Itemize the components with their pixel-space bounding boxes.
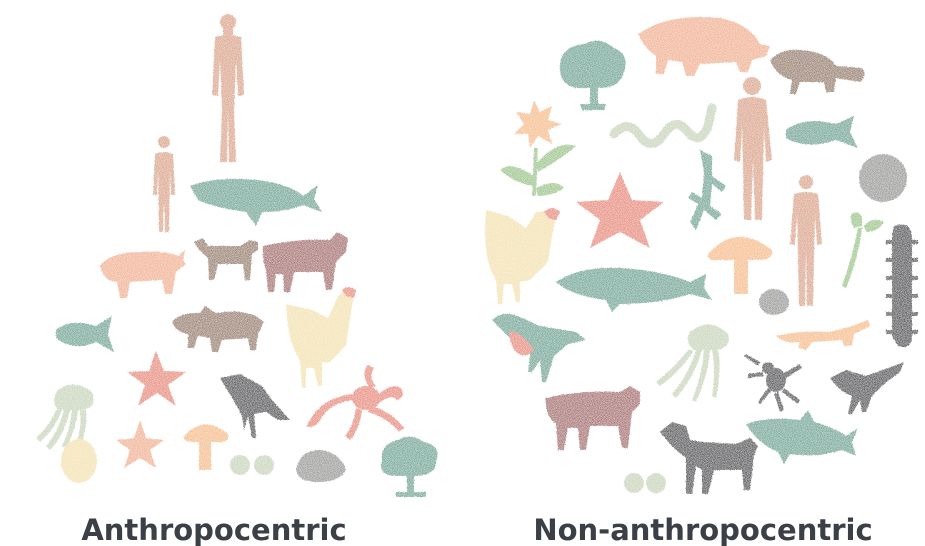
- fish: [56, 316, 114, 352]
- lizard: [688, 150, 726, 230]
- jellyfish: [36, 384, 94, 450]
- dolphin: [556, 268, 712, 312]
- seeds: [230, 455, 274, 475]
- mushroom: [184, 424, 229, 470]
- shark: [746, 410, 858, 464]
- algae-ball: [859, 154, 907, 202]
- flower-plant: [500, 100, 576, 196]
- human-figure: [790, 175, 822, 306]
- fish: [786, 116, 858, 148]
- sparrow: [830, 362, 904, 414]
- starfish: [116, 420, 164, 468]
- rat: [770, 50, 865, 94]
- spider: [744, 354, 802, 412]
- crow: [220, 374, 290, 438]
- human-figure: [153, 136, 175, 232]
- cow: [546, 386, 640, 450]
- cow: [263, 232, 348, 292]
- salamander: [776, 320, 870, 350]
- human-figure: [212, 14, 244, 162]
- armadillo: [638, 17, 770, 76]
- jellyfish: [656, 324, 729, 402]
- chicken: [286, 290, 354, 388]
- dog: [194, 238, 258, 280]
- boar: [172, 306, 264, 352]
- rock: [296, 450, 346, 482]
- dog: [660, 422, 758, 494]
- tree: [381, 436, 437, 497]
- pig: [100, 250, 186, 298]
- seeds: [624, 473, 666, 493]
- non-anthropocentric-circle: [485, 17, 918, 494]
- sprout: [842, 212, 884, 288]
- snake: [614, 108, 712, 144]
- bird: [492, 314, 586, 382]
- mushroom: [708, 237, 772, 294]
- human-figure: [734, 77, 772, 220]
- starfish: [576, 172, 664, 248]
- tree: [560, 41, 626, 110]
- anthropocentric-pyramid: [36, 14, 438, 497]
- caption-anthropocentric: Anthropocentric: [81, 513, 346, 546]
- caption-non-anthropocentric: Non-anthropocentric: [533, 513, 872, 546]
- pebble: [759, 289, 789, 315]
- egg: [61, 439, 97, 483]
- starfish: [127, 351, 186, 406]
- centipede: [886, 224, 918, 347]
- whale: [190, 179, 322, 226]
- chicken: [485, 210, 556, 304]
